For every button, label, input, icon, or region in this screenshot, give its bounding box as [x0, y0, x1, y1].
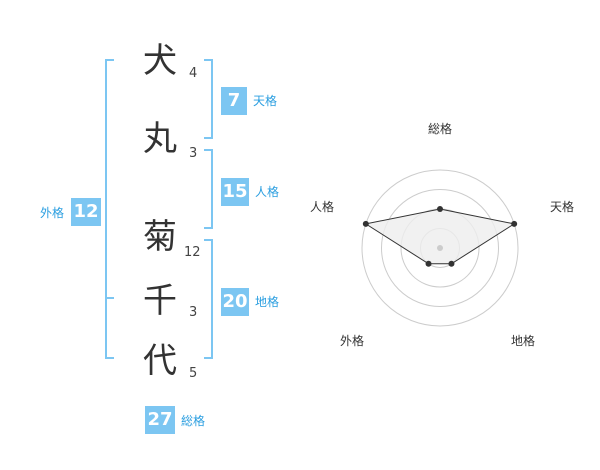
radar-value-polygon	[364, 208, 516, 265]
radar-point-5	[362, 220, 369, 227]
stroke-count-4: 3	[189, 305, 198, 320]
radar-point-2	[511, 220, 518, 227]
stroke-count-5: 5	[189, 366, 198, 381]
chikaku-label: 地格	[255, 295, 280, 309]
tenkaku-label: 天格	[253, 94, 278, 108]
radar-point-3	[448, 260, 455, 267]
stroke-count-2: 3	[189, 146, 198, 161]
gaikaku-label: 外格	[40, 206, 65, 220]
gaikaku-value-box: 12	[71, 198, 101, 226]
radar-label-jinkaku: 人格	[310, 200, 335, 214]
radar-label-tenkaku: 天格	[550, 200, 575, 214]
tenkaku-value-box: 7	[221, 87, 247, 115]
radar-label-chikaku: 地格	[511, 334, 536, 348]
jinkaku-label: 人格	[255, 185, 280, 199]
radar-grid-ring	[361, 169, 519, 327]
jinkaku-value-box: 15	[221, 178, 249, 206]
name-char-1: 犬	[143, 41, 177, 81]
soukaku-value-box: 27	[145, 406, 175, 434]
soukaku-label: 総格	[181, 414, 206, 428]
radar-point-1	[437, 206, 443, 212]
radar-point-4	[425, 260, 432, 267]
radar-grid-ring	[381, 189, 499, 307]
name-char-4: 千	[143, 281, 177, 321]
radar-label-soukaku: 総格	[428, 122, 453, 136]
name-char-2: 丸	[143, 119, 177, 159]
stroke-count-3: 12	[184, 245, 201, 260]
stroke-count-1: 4	[189, 66, 198, 81]
name-char-3: 菊	[143, 217, 177, 257]
radar-center-dot	[437, 245, 443, 251]
name-char-5: 代	[143, 341, 177, 381]
radar-label-gaikaku: 外格	[340, 334, 365, 348]
chikaku-value-box: 20	[221, 288, 249, 316]
